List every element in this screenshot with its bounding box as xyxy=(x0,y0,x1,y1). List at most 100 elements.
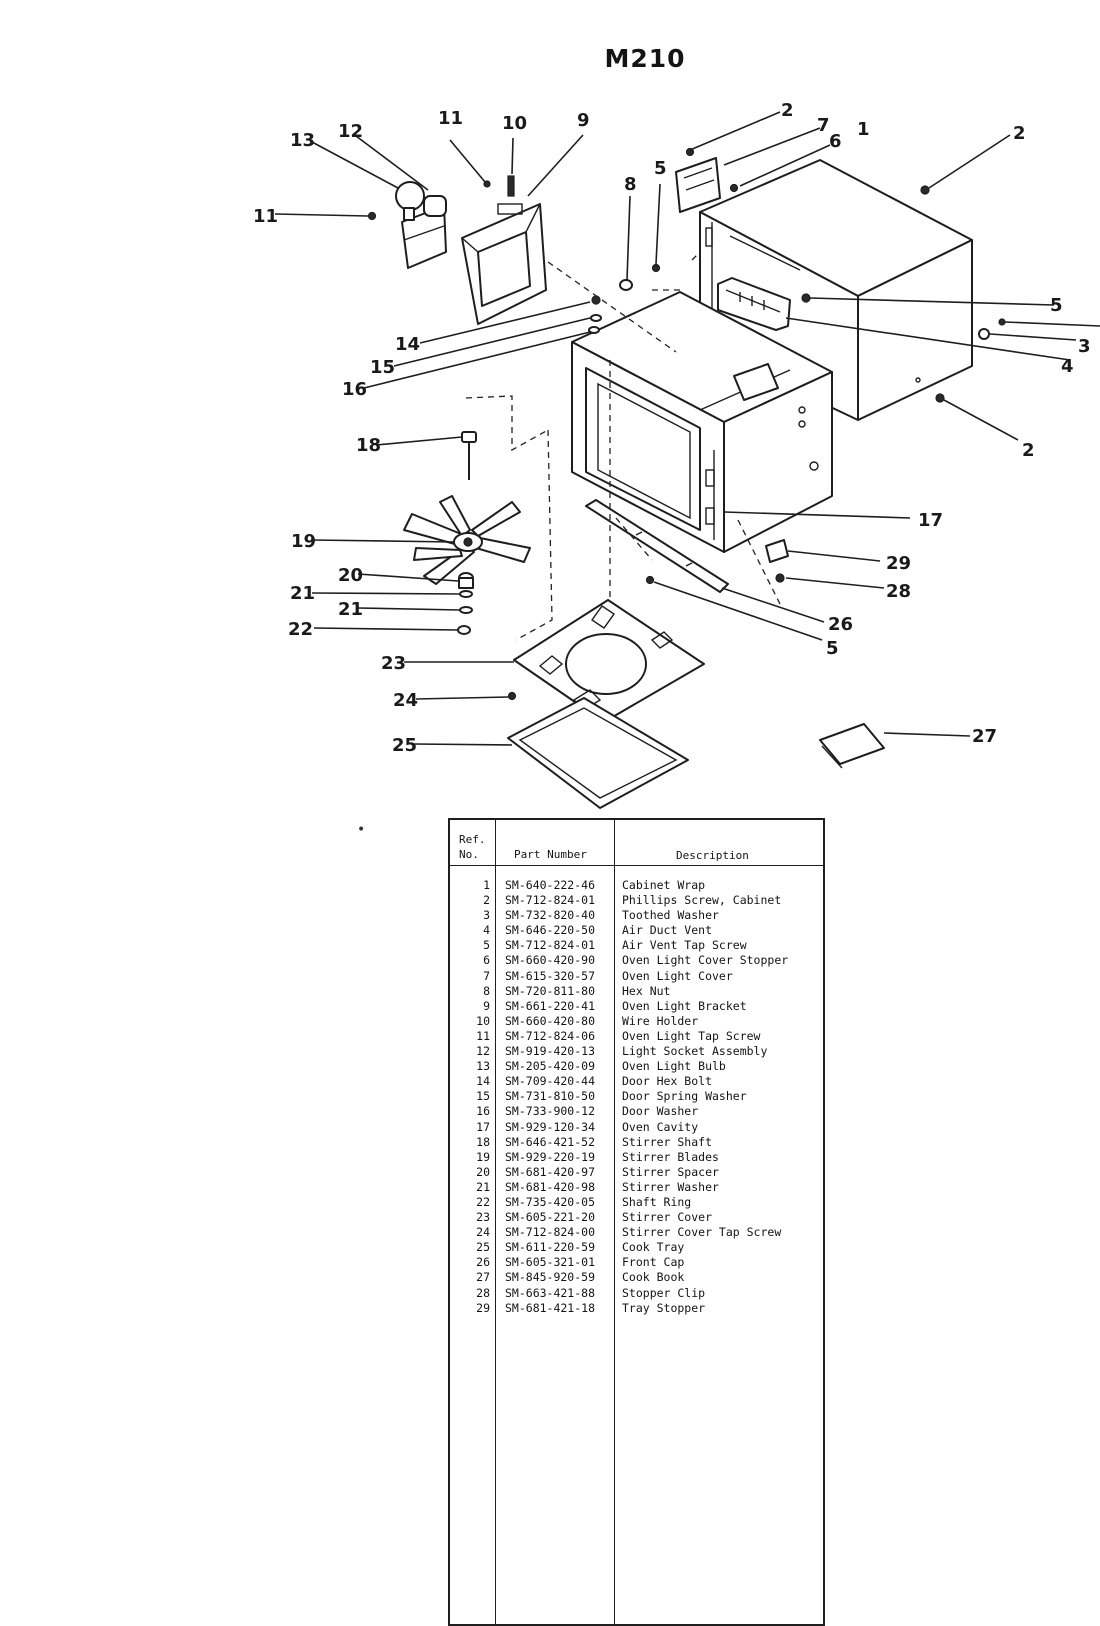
description-cell: Stirrer Washer xyxy=(622,1179,719,1194)
callout-9: 9 xyxy=(577,110,590,131)
callout-3: 3 xyxy=(1078,336,1091,357)
description-cell: Oven Light Bracket xyxy=(622,998,747,1013)
callout-19: 19 xyxy=(291,531,316,552)
ref-number-cell: 11 xyxy=(476,1028,490,1043)
shaft-ring-drawing xyxy=(457,625,471,635)
callout-18: 18 xyxy=(356,435,381,456)
callout-24: 24 xyxy=(393,690,418,711)
callout-16: 16 xyxy=(342,379,367,400)
description-cell: Oven Light Cover xyxy=(622,968,733,983)
ref-number-cell: 9 xyxy=(483,998,490,1013)
part-number-cell: SM-660-420-80 xyxy=(505,1013,596,1028)
ref-number-cell: 3 xyxy=(483,908,490,923)
callout-27: 27 xyxy=(972,726,997,747)
description-cell: Door Washer xyxy=(622,1104,699,1119)
ref-number-cell: 16 xyxy=(476,1104,490,1119)
table-row: 8 SM-720-811-80 Hex Nut xyxy=(450,984,823,999)
oven-light-bracket-drawing xyxy=(461,203,547,325)
header-ref-line1: Ref. xyxy=(459,833,486,846)
ref-number-cell: 22 xyxy=(476,1194,490,1209)
description-cell: Stirrer Blades xyxy=(622,1149,719,1164)
ref-number-cell: 27 xyxy=(476,1270,490,1285)
header-description: Description xyxy=(676,849,749,862)
part-number-cell: SM-720-811-80 xyxy=(505,983,596,998)
ref-number-cell: 23 xyxy=(476,1210,490,1225)
part-number-cell: SM-732-820-40 xyxy=(505,908,596,923)
ref-number-cell: 10 xyxy=(476,1013,490,1028)
ref-number-cell: 28 xyxy=(476,1285,490,1300)
part-number-cell: SM-646-421-52 xyxy=(505,1134,596,1149)
stirrer-spacer-drawing xyxy=(458,572,474,589)
ref-number-cell: 24 xyxy=(476,1225,490,1240)
ref-number-cell: 19 xyxy=(476,1149,490,1164)
description-cell: Stirrer Cover Tap Screw xyxy=(622,1225,782,1240)
ref-number-cell: 8 xyxy=(483,983,490,998)
part-number-cell: SM-661-220-41 xyxy=(505,998,596,1013)
callout-11: 11 xyxy=(253,206,278,227)
callout-6: 6 xyxy=(829,131,842,152)
description-cell: Tray Stopper xyxy=(622,1300,706,1315)
oven-light-cover-drawing xyxy=(675,157,721,213)
callout-10: 10 xyxy=(502,113,527,134)
callout-28: 28 xyxy=(886,581,911,602)
callout-8: 8 xyxy=(624,174,637,195)
description-cell: Oven Light Bulb xyxy=(622,1059,726,1074)
part-number-cell: SM-640-222-46 xyxy=(505,878,596,892)
table-row: 21 SM-681-420-98 Stirrer Washer xyxy=(450,1180,823,1195)
description-cell: Front Cap xyxy=(622,1255,685,1270)
ref-number-cell: 15 xyxy=(476,1089,490,1104)
callout-17: 17 xyxy=(918,510,943,531)
description-cell: Cook Book xyxy=(622,1270,685,1285)
part-number-cell: SM-681-421-18 xyxy=(505,1300,596,1315)
stirrer-cover-drawing xyxy=(513,599,705,723)
part-number-cell: SM-611-220-59 xyxy=(505,1240,596,1255)
ref-number-cell: 6 xyxy=(483,953,490,968)
part-number-cell: SM-646-220-50 xyxy=(505,923,596,938)
part-number-cell: SM-929-120-34 xyxy=(505,1119,596,1134)
description-cell: Door Hex Bolt xyxy=(622,1074,713,1089)
ref-number-cell: 12 xyxy=(476,1044,490,1059)
part-number-cell: SM-712-824-01 xyxy=(505,893,596,908)
callout-13: 13 xyxy=(290,130,315,151)
ref-number-cell: 5 xyxy=(483,938,490,953)
oven-light-bulb-drawing xyxy=(395,181,425,221)
description-cell: Wire Holder xyxy=(622,1013,699,1028)
description-cell: Shaft Ring xyxy=(622,1194,692,1209)
assembly-guide-lines xyxy=(465,251,781,641)
description-cell: Hex Nut xyxy=(622,983,671,998)
ref-number-cell: 20 xyxy=(476,1164,490,1179)
description-cell: Phillips Screw, Cabinet xyxy=(622,893,782,908)
description-cell: Cabinet Wrap xyxy=(622,878,706,892)
description-cell: Air Vent Tap Screw xyxy=(622,938,747,953)
ref-number-cell: 18 xyxy=(476,1134,490,1149)
description-cell: Air Duct Vent xyxy=(622,923,713,938)
part-number-cell: SM-712-824-00 xyxy=(505,1225,596,1240)
table-row: 2 SM-712-824-01 Phillips Screw, Cabinet xyxy=(450,893,823,908)
callout-2: 2 xyxy=(1022,440,1035,461)
callout-14: 14 xyxy=(395,334,420,355)
table-row: 10 SM-660-420-80 Wire Holder xyxy=(450,1014,823,1029)
parts-diagram-page: M210 xyxy=(253,44,1100,1626)
ref-number-cell: 2 xyxy=(483,893,490,908)
part-number-cell: SM-681-420-97 xyxy=(505,1164,596,1179)
part-number-cell: SM-605-321-01 xyxy=(505,1255,596,1270)
stirrer-washer-drawing xyxy=(459,590,473,614)
part-number-cell: SM-681-420-98 xyxy=(505,1179,596,1194)
ref-number-cell: 21 xyxy=(476,1179,490,1194)
